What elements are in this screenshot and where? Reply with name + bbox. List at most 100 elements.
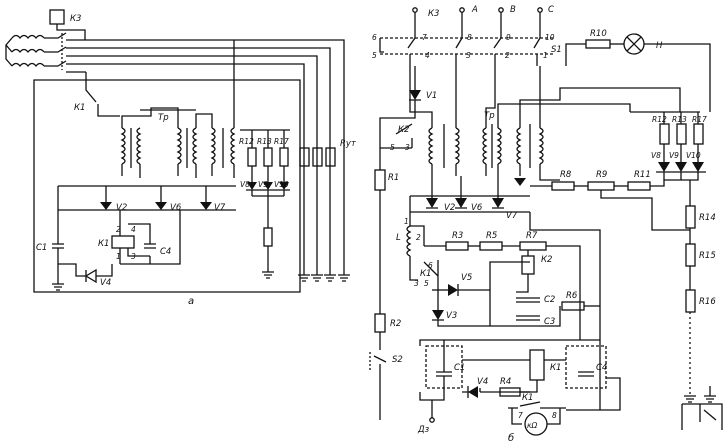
label-kohm: кΩ (527, 421, 538, 430)
resistor-chain-r14-r16: R14 R15 R16 (681, 205, 723, 430)
label-r7: R7 (526, 231, 538, 241)
transformer-tr-b: Тр (409, 66, 681, 181)
capacitor-c1-b (436, 371, 452, 377)
resistor-r7 (519, 241, 547, 251)
label-r3: R3 (452, 231, 463, 241)
diode-v4-b (468, 386, 478, 398)
label-r8: R8 (560, 170, 572, 180)
diode-v6-b (455, 198, 467, 208)
panel-a-caption: а (188, 296, 194, 307)
ground-symbol-a2 (52, 283, 64, 291)
diode-v4-a (84, 268, 97, 284)
relay-k1-coil-a (111, 235, 135, 249)
resistor-r14 (685, 205, 696, 229)
switch-s1: 6 7 8 9 10 5 4 3 2 1 S1 (372, 33, 562, 66)
resistor-r17-a (279, 147, 289, 167)
panel-a-frame (33, 79, 301, 293)
diode-v6-a (155, 202, 167, 210)
label-r9: R9 (596, 170, 607, 180)
capacitor-c1-a (52, 186, 64, 284)
resistor-r8 (551, 181, 575, 191)
diode-v7-b-top (514, 178, 526, 186)
relay-section-b: С1 К1 С4 V4 R4 (419, 339, 621, 411)
resistor-group-a: R12 R13 R17 (239, 129, 290, 182)
label-r4: R4 (500, 377, 511, 387)
label-terminal-c: С (548, 5, 554, 15)
label-n5: 5 (372, 51, 377, 60)
label-v7-a: V7 (214, 203, 226, 213)
label-l-3: 3 (414, 279, 419, 288)
label-k2b: К2 (541, 255, 552, 265)
label-r12-b: R12 (652, 115, 667, 124)
diode-group-a: V8 V9 V10 (240, 180, 290, 228)
label-r17-b: R17 (692, 115, 707, 124)
resistor-diode-group-b: R12 R13 R17 V8 V9 V10 (630, 111, 707, 206)
label-v4-a: V4 (100, 278, 111, 288)
label-c3: С3 (544, 317, 555, 327)
rectifier-row-a: V2 V6 V7 (58, 185, 236, 213)
label-r11: R11 (634, 170, 651, 180)
sensor-resistor-a (263, 227, 273, 247)
label-n8: 8 (467, 33, 472, 42)
diode-v9-b (675, 162, 687, 172)
label-k1-contact: К1 (74, 103, 85, 113)
label-c1-a: С1 (36, 243, 47, 253)
label-n10: 10 (545, 33, 555, 42)
relay-k2-coil (521, 255, 535, 275)
indicator-circuit: R10 Н (565, 29, 711, 112)
diode-v1 (409, 90, 421, 100)
label-n9: 9 (506, 33, 511, 42)
label-v8-a: V8 (240, 180, 250, 189)
label-v7-b: V7 (506, 211, 518, 221)
bus-line-1 (66, 39, 345, 275)
meter-section: К1 кΩ 7 8 Дз (417, 393, 566, 436)
label-rut: Rут (340, 139, 357, 149)
diode-v7-a (200, 202, 212, 210)
label-v8-b: V8 (651, 151, 661, 160)
label-n2: 2 (505, 51, 510, 60)
ground-symbol-b2 (704, 386, 716, 403)
v1-k2-section: V1 К2 5 3 R1 (374, 66, 437, 314)
label-r5: R5 (486, 231, 497, 241)
label-meter-7: 7 (518, 411, 523, 420)
label-v10-a: V10 (274, 180, 289, 189)
rut-resistors: Rут (298, 139, 357, 282)
label-s1: S1 (551, 45, 562, 55)
label-c2: С2 (544, 295, 555, 305)
label-k2-3: 3 (405, 143, 410, 152)
label-l: L (396, 233, 401, 243)
k3-wire (56, 24, 86, 40)
label-k1-relay-a: К1 (98, 239, 109, 249)
label-r14: R14 (699, 213, 716, 223)
label-n4: 4 (425, 51, 430, 60)
earth-terminal (681, 403, 723, 430)
label-l-2: 2 (416, 233, 421, 242)
middle-section-b: К1 V5 К2 С2 С3 R6 V3 5 6 3 2 1 (404, 217, 600, 327)
k1-contact (85, 72, 120, 117)
label-r15: R15 (699, 251, 716, 261)
label-terminal-b: В (510, 5, 516, 15)
resistor-r9 (587, 181, 615, 191)
label-meter-8: 8 (552, 411, 557, 420)
resistor-r16 (685, 289, 696, 313)
ground-symbol-b1 (684, 395, 696, 403)
capacitor-c2 (516, 297, 540, 303)
resistor-r12-a (247, 147, 257, 167)
label-pin2-a: 2 (116, 225, 121, 234)
diode-v3 (432, 310, 444, 320)
label-h: Н (656, 41, 663, 51)
resistor-r2 (374, 313, 386, 333)
label-v5: V5 (461, 273, 472, 283)
diode-v8-b (658, 162, 670, 172)
resistor-r5 (479, 241, 503, 251)
label-n7: 7 (422, 33, 427, 42)
label-r13-b: R13 (672, 115, 687, 124)
label-dz: Дз (417, 425, 430, 435)
label-k1c: К1 (522, 393, 533, 403)
diode-v10-a (279, 182, 289, 190)
label-pin4-a: 4 (131, 225, 136, 234)
diode-v5 (448, 284, 458, 296)
bus-line-3 (66, 55, 318, 275)
capacitor-c4-a (144, 243, 156, 249)
